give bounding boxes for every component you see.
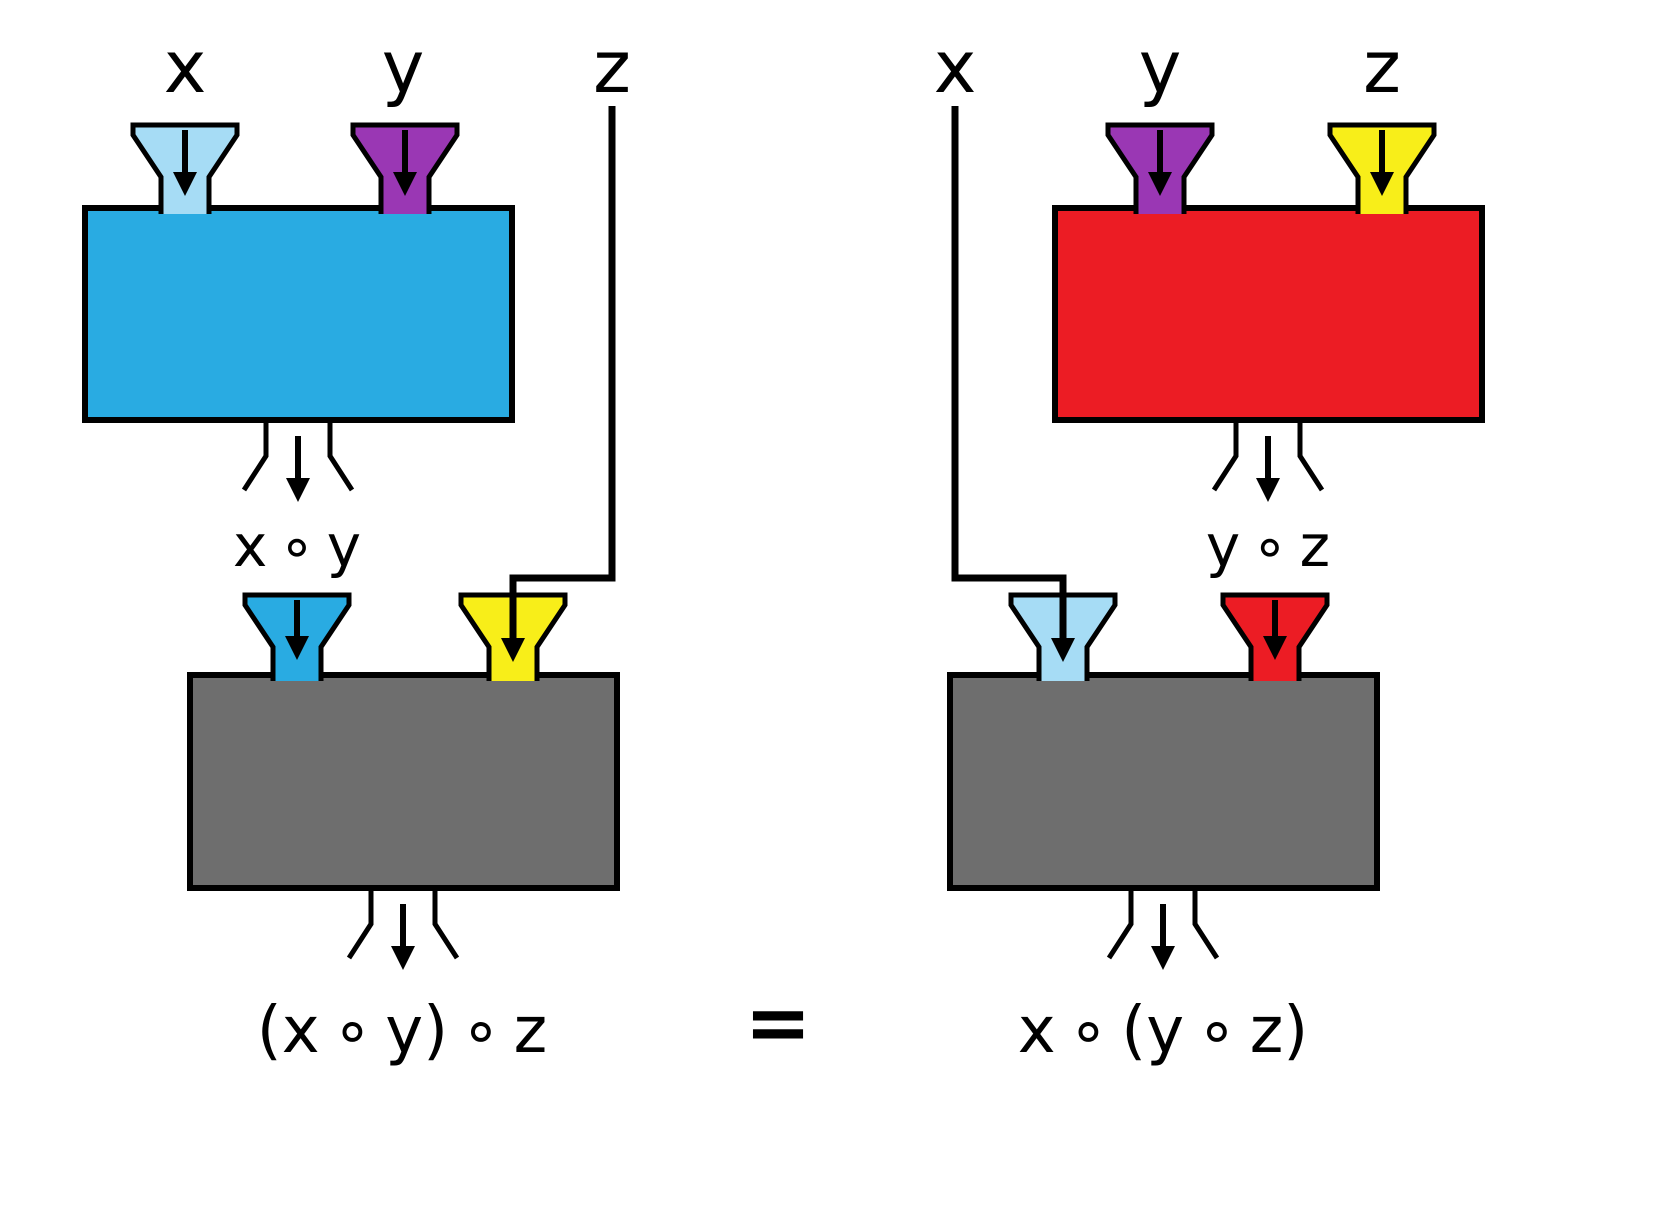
equals-sign: = <box>744 976 811 1069</box>
down-arrow-icon <box>1051 638 1075 662</box>
down-arrow-icon <box>1256 436 1280 502</box>
down-arrow-icon <box>391 904 415 970</box>
right-output-spout-yz <box>1211 420 1325 502</box>
right-intermediate-label: y ∘ z <box>1206 512 1330 580</box>
right-input-label-z: z <box>1363 25 1401 109</box>
right-output-spout-xyz <box>1106 888 1220 970</box>
down-arrow-icon <box>501 638 525 662</box>
left-result-label: (x ∘ y) ∘ z <box>257 994 548 1068</box>
down-arrow-icon <box>1263 600 1287 660</box>
down-arrow-icon <box>286 436 310 502</box>
left-output-spout-xyz <box>346 888 460 970</box>
left-input-label-x: x <box>164 25 207 109</box>
down-arrow-icon <box>1148 130 1172 196</box>
down-arrow-icon <box>1370 130 1394 196</box>
right-input-label-x: x <box>934 25 977 109</box>
down-arrow-icon <box>1151 904 1175 970</box>
right-input-label-y: y <box>1139 25 1182 109</box>
left-output-spout-xy <box>241 420 355 502</box>
right-wire-x <box>951 106 1075 662</box>
right-operation-box-xyz <box>947 672 1380 891</box>
left-wire-z <box>501 106 616 662</box>
left-operation-box-xy <box>82 205 515 423</box>
left-intermediate-label: x ∘ y <box>233 512 361 580</box>
left-input-label-y: y <box>382 25 425 109</box>
down-arrow-icon <box>285 600 309 660</box>
right-result-label: x ∘ (y ∘ z) <box>1018 994 1309 1068</box>
right-expression: x y z y ∘ z x ∘ (y ∘ z) <box>934 25 1485 1068</box>
left-input-label-z: z <box>593 25 631 109</box>
left-operation-box-xyz <box>187 672 620 891</box>
down-arrow-icon <box>393 130 417 196</box>
right-operation-box-yz <box>1052 205 1485 423</box>
down-arrow-icon <box>173 130 197 196</box>
left-expression: x y z x ∘ y (x ∘ y) ∘ z <box>82 25 631 1068</box>
